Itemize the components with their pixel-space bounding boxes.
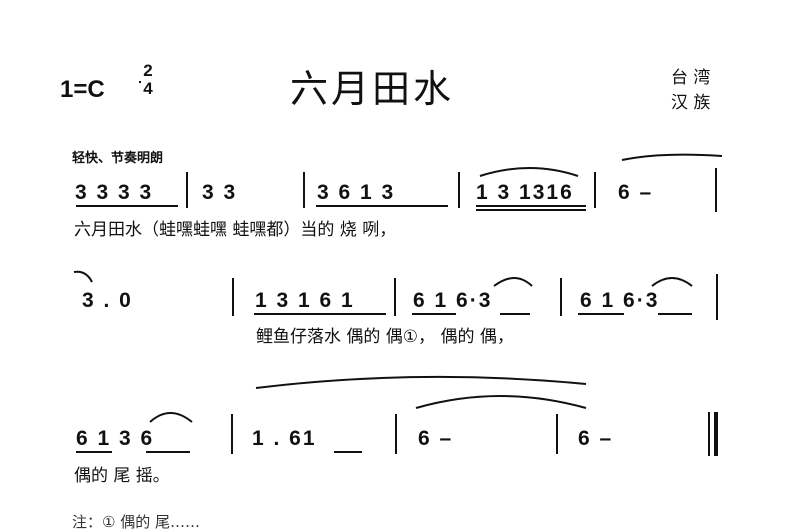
slur [415, 395, 587, 409]
measure-1-2: 3 3 [202, 181, 238, 204]
measure-1-3: 3 6 1 3 [317, 181, 396, 204]
key-signature: 1=C [60, 76, 105, 103]
final-barline [714, 412, 718, 456]
lyrics-line-2: 鲤鱼仔落水 偶的 偶①， 偶的 偶， [256, 327, 514, 347]
slur [651, 277, 693, 287]
measure-1-4: 1 3 1316 [476, 181, 574, 204]
slur [493, 277, 533, 287]
tie [621, 153, 723, 161]
barline [186, 172, 188, 208]
measure-3-1: 6 1 3 6 [76, 427, 155, 450]
barline [458, 172, 460, 208]
measure-3-3: 6 – [418, 427, 454, 450]
measure-3-2: 1 . 61 [252, 427, 317, 450]
song-origin: 台 湾 汉 族 [671, 66, 710, 116]
lyrics-line-3: 偶的 尾 摇。 [74, 466, 170, 486]
lyrics-line-1: 六月田水（蛙嘿蛙嘿 蛙嘿都）当的 烧 咧， [74, 220, 397, 240]
measure-2-2: 1 3 1 6 1 [255, 289, 355, 312]
tie [73, 270, 93, 283]
barline [232, 278, 234, 316]
barline [556, 414, 558, 454]
barline [303, 172, 305, 208]
footnote: 注：① 偶的 尾…… [72, 513, 200, 531]
measure-2-4: 6 1 6·3 [580, 289, 660, 312]
meter-top: 2 [143, 61, 153, 80]
barline [594, 172, 596, 208]
measure-1-1: 3 3 3 3 [75, 181, 154, 204]
slur [479, 167, 579, 177]
meter-line [139, 81, 141, 83]
slur [255, 375, 587, 389]
meter-bottom: 4 [143, 79, 153, 98]
measure-2-1: 3 . 0 [82, 289, 133, 312]
measure-1-5: 6 – [618, 181, 654, 204]
barline [231, 414, 233, 454]
song-title: 六月田水 [290, 67, 455, 111]
origin-ethnicity: 汉 族 [671, 93, 711, 113]
measure-3-4: 6 – [578, 427, 614, 450]
barline [395, 414, 397, 454]
barline [715, 168, 717, 212]
tempo-marking: 轻快、节奏明朗 [72, 151, 164, 166]
time-signature: 2 4 [137, 62, 159, 98]
barline [716, 274, 718, 320]
slur [149, 412, 193, 423]
origin-region: 台 湾 [671, 68, 711, 88]
measure-2-3: 6 1 6·3 [413, 289, 493, 312]
barline [708, 412, 710, 456]
barline [394, 278, 396, 316]
barline [560, 278, 562, 316]
